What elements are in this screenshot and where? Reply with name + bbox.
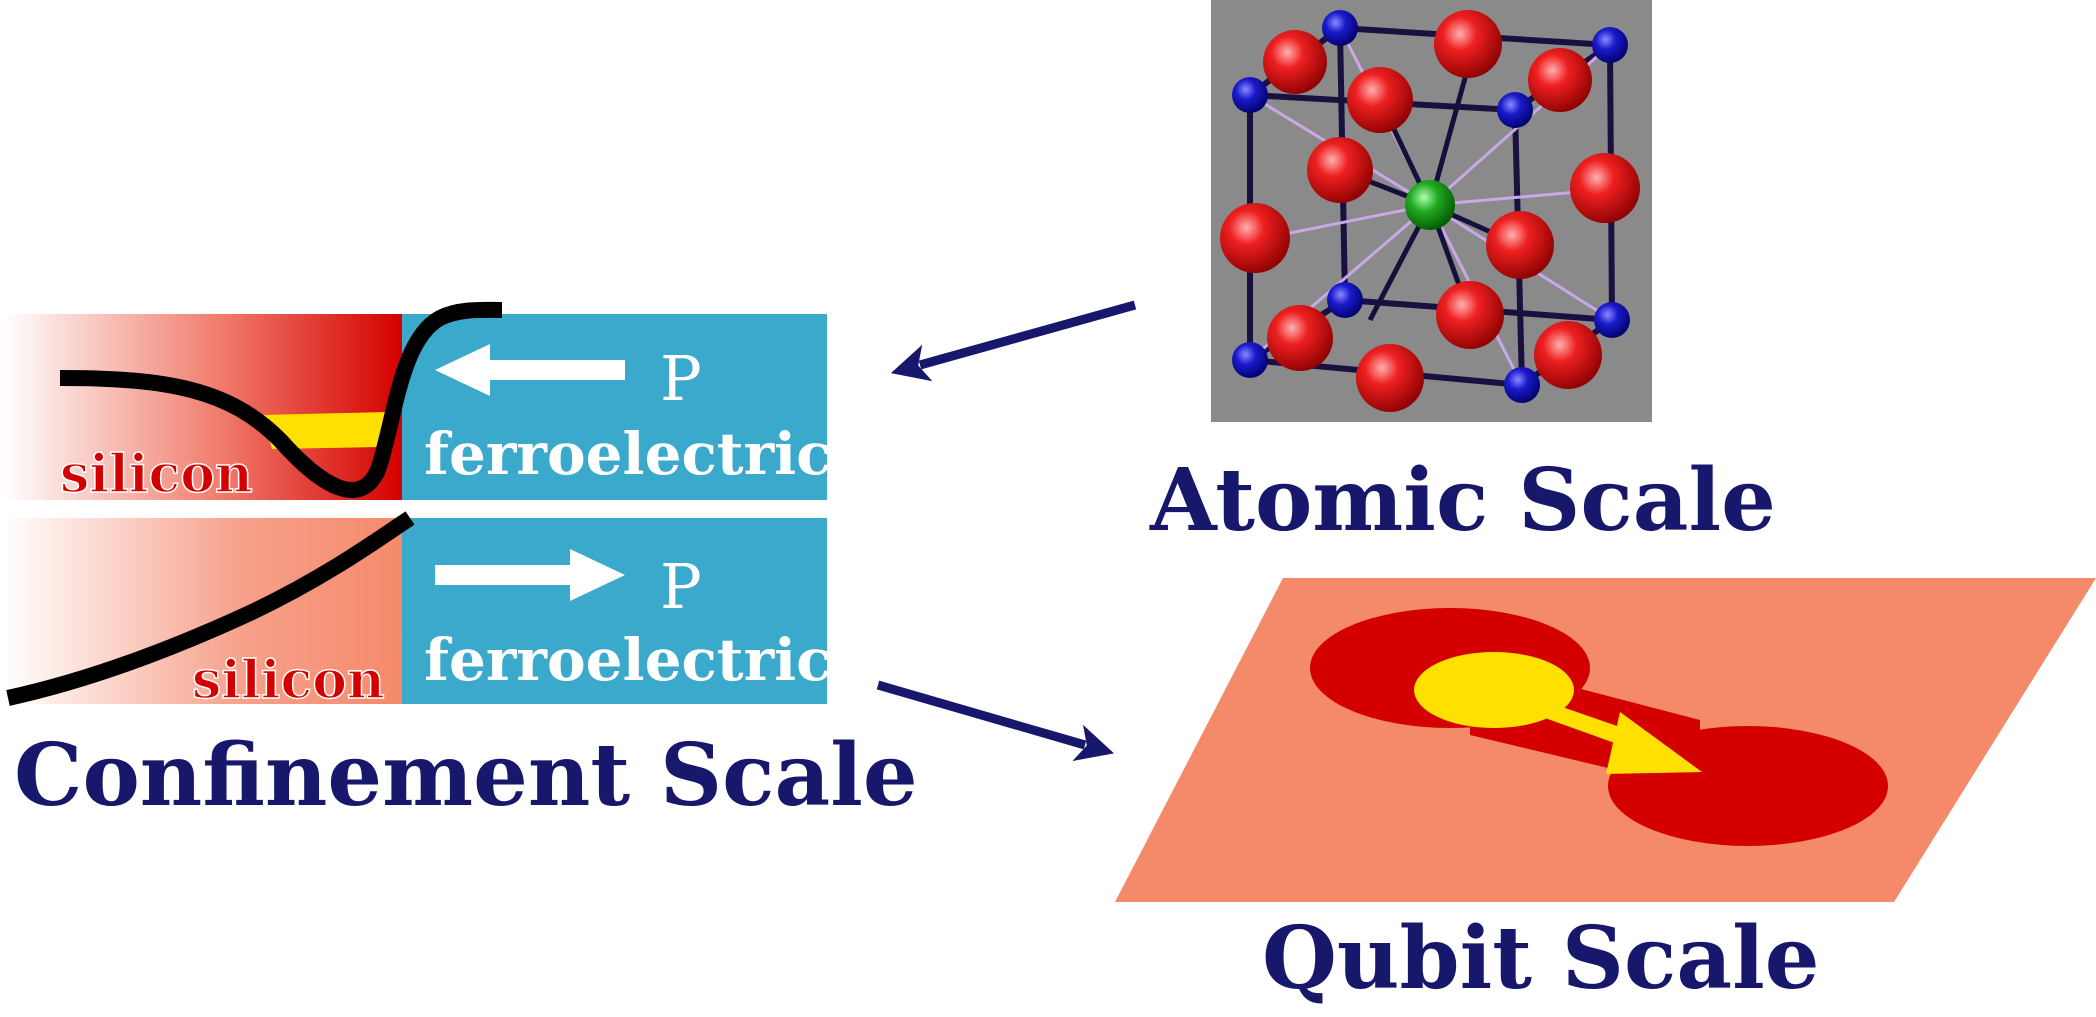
- qubit-shift-arrow: [1545, 702, 1702, 774]
- arrow-confinement-to-qubit: [876, 680, 1115, 762]
- oxygen-atom: [1486, 211, 1554, 279]
- polarization-arrow-right: [435, 549, 625, 601]
- ferroelectric-region-bottom: [402, 518, 827, 704]
- oxygen-atom: [1347, 67, 1413, 133]
- oxygen-atom: [1356, 344, 1424, 412]
- metal-atoms: [1232, 10, 1630, 403]
- polarization-label-top: P: [660, 342, 702, 415]
- silicon-region-bottom: [4, 518, 402, 704]
- oxygen-atom: [1267, 305, 1333, 371]
- metal-atom: [1322, 10, 1358, 46]
- metal-atom: [1232, 77, 1268, 113]
- metal-atom: [1232, 342, 1268, 378]
- oxygen-atom: [1220, 203, 1290, 273]
- center-atom: [1405, 180, 1455, 230]
- oxygen-atom: [1263, 30, 1327, 94]
- oxygen-atom: [1436, 281, 1504, 349]
- oxygen-atom: [1434, 10, 1502, 78]
- ferroelectric-label-bottom: ferroelectric: [424, 626, 832, 694]
- atomic-lattice: [1211, 0, 1652, 422]
- atomic-scale-label: Atomic Scale: [1149, 450, 1776, 551]
- ferroelectric-label-top: ferroelectric: [424, 420, 832, 488]
- polarization-label-bottom: P: [660, 550, 702, 623]
- qubit-plane: [1115, 578, 2096, 902]
- ferroelectric-region-top: [402, 314, 827, 500]
- metal-atom: [1594, 302, 1630, 338]
- confinement-bottom-panel: P ferroelectric silicon: [4, 511, 832, 712]
- confinement-scale-label: Confinement Scale: [14, 725, 918, 826]
- oxygen-atom: [1307, 137, 1373, 203]
- confinement-top-panel: P ferroelectric silicon: [4, 301, 832, 506]
- metal-atom: [1327, 282, 1363, 318]
- metal-atom: [1497, 92, 1533, 128]
- qubit-scale-label: Qubit Scale: [1262, 908, 1820, 1009]
- oxygen-atom: [1528, 48, 1592, 112]
- silicon-region-top: [4, 314, 402, 500]
- potential-curve-bottom: [6, 511, 415, 706]
- metal-atom: [1504, 367, 1540, 403]
- electron-yellow: [1414, 652, 1574, 728]
- potential-curve-top: [59, 301, 503, 498]
- metal-atom: [1592, 27, 1628, 63]
- confined-layer-yellow: [262, 412, 388, 449]
- oxygen-atom: [1534, 321, 1602, 389]
- silicon-label-bottom: silicon: [192, 650, 385, 711]
- polarization-arrow-left: [435, 344, 625, 396]
- arrow-atomic-to-confinement: [890, 300, 1137, 382]
- silicon-label-top: silicon: [60, 444, 253, 505]
- oxygen-atoms: [1220, 10, 1640, 412]
- oxygen-atom: [1570, 153, 1640, 223]
